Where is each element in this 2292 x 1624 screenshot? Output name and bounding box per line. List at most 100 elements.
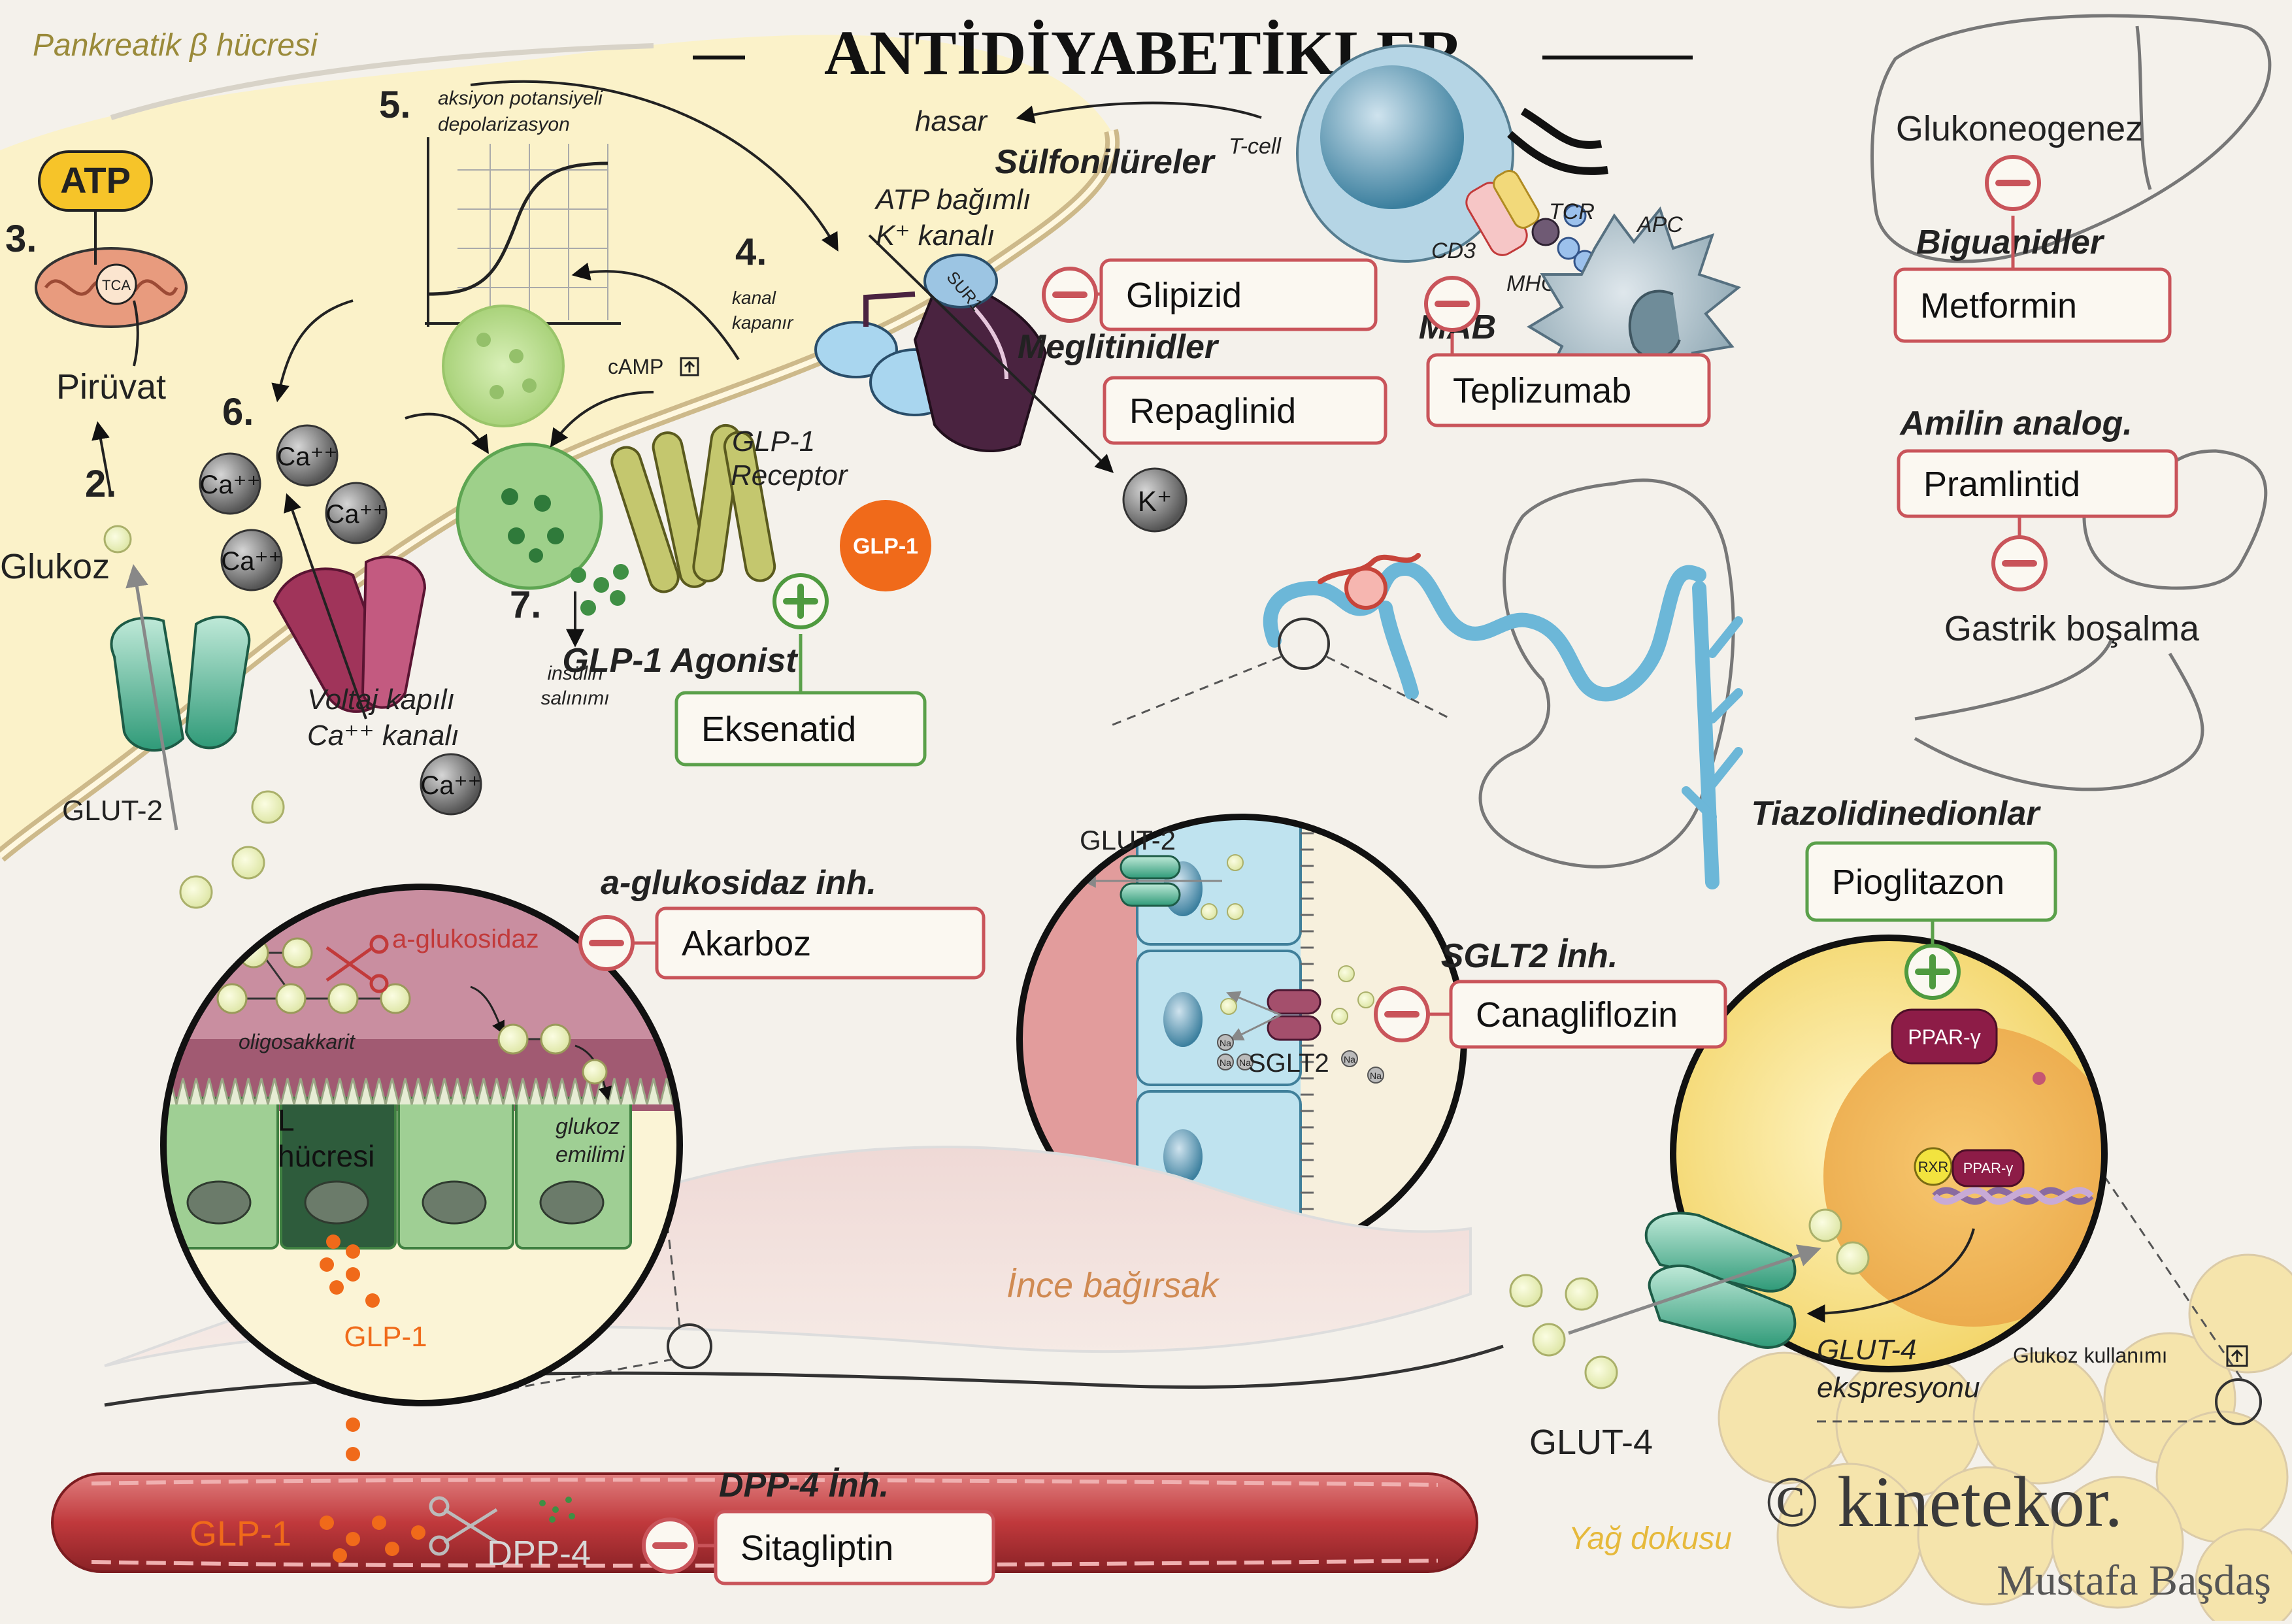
camp-label: cAMP (608, 355, 663, 378)
voltage-channel-label: Voltaj kapılı (307, 684, 455, 716)
glut4-glucose-arrow (1568, 1244, 1821, 1335)
na-ion-label: Na (1220, 1038, 1231, 1048)
glukoz-kullanimi-label: Glukoz kullanımı (2013, 1344, 2168, 1367)
ca-ion-label: Ca⁺⁺ (199, 471, 260, 499)
glucose-molecule (103, 525, 132, 554)
kullanim-up-icon (2226, 1345, 2248, 1367)
glp1-receptor-icon (610, 423, 776, 593)
intestine-glp1-label: GLP-1 (344, 1321, 427, 1353)
calcium-ions: Ca⁺⁺ Ca⁺⁺ Ca⁺⁺ Ca⁺⁺ Ca⁺⁺ (199, 424, 482, 816)
ca-to-vesicle-arrow (405, 412, 489, 454)
ca-influx-arrow (284, 493, 367, 720)
action-potential-label: aksiyon potansiyeli (438, 88, 603, 109)
l-cell-label-2: hücresi (278, 1139, 374, 1173)
zoom-marker (667, 1323, 712, 1369)
glukoz-label: Glukoz (0, 547, 110, 586)
drug-annotations: SülfonilürelerGlipizidMeglitinidlerRepag… (562, 143, 2178, 1585)
step-3: 3. (5, 218, 37, 260)
camp-to-vesicle-arrow (550, 391, 654, 448)
sglt2-label: SGLT2 (1248, 1049, 1329, 1078)
rxr-label: RXR (1918, 1159, 1948, 1175)
glucose-molecule (1565, 1277, 1599, 1311)
glucose-molecule (231, 846, 265, 880)
rxr-protein (1914, 1147, 1953, 1186)
watermark-brand: © kinetekor. (1765, 1462, 2123, 1542)
glp1-ligand-label: GLP-1 (853, 534, 918, 559)
emilim-label: emilimi (556, 1142, 625, 1167)
region-label-intestine: İnce bağırsak (1006, 1266, 1220, 1305)
watermark-author: Mustafa Başdaş (1997, 1557, 2271, 1604)
mitochondrion-icon: TCA (35, 247, 188, 328)
ppar-gamma-nuclear (1952, 1149, 2025, 1187)
drug-teplizumab: MABTeplizumab (1419, 276, 1711, 427)
insulin-vesicle-large (442, 305, 565, 427)
drug-akarboz: a-glukosidaz inh. Akarboz (578, 864, 986, 980)
adipose-tissue-background (1718, 1253, 2292, 1624)
zoom-marker (1278, 618, 1330, 670)
tcell-label: T-cell (1229, 134, 1282, 159)
glucose-molecule (1836, 1241, 1870, 1275)
k-efflux-arrow (868, 234, 1114, 473)
glucose-molecule (1584, 1355, 1618, 1389)
zoom-guide (457, 1358, 674, 1400)
step-6: 6. (222, 391, 254, 433)
drug-name-label: Akarboz (682, 924, 811, 963)
na-ion-label: Na (1220, 1057, 1231, 1068)
apc-label: APC (1636, 212, 1683, 237)
k-ion-label: K⁺ (1138, 486, 1172, 518)
dpp4-label: DPP-4 (487, 1534, 591, 1573)
glut2-glucose-arrow (125, 564, 178, 831)
drug-sitagliptin: DPP-4 İnh. Sitagliptin (642, 1467, 995, 1585)
glut4-transporter-icon (1644, 1212, 1797, 1349)
glp1-secretion-dots (320, 1235, 380, 1308)
piruvat-link-line (133, 300, 139, 367)
up-arrow-icon (2231, 1349, 2244, 1362)
a-glukosidaz-label: a-glukosidaz (392, 925, 539, 953)
dpp4-fragments (539, 1497, 575, 1523)
glukoneogenez-label: Glukoneogenez (1896, 109, 2143, 148)
glp1-trickle-dots (346, 1417, 360, 1461)
drug-class-label: DPP-4 İnh. (719, 1467, 889, 1504)
insulin-label: insülin (547, 663, 603, 684)
ppar-gamma-protein (1891, 1008, 1998, 1065)
beta-cell-top-edge (110, 43, 654, 120)
drug-class-label: GLP-1 Agonist (562, 642, 799, 680)
atp-k-channel-icon (814, 254, 1048, 452)
drug-name-label: Teplizumab (1453, 371, 1631, 410)
t-cell-icon (1296, 44, 1608, 263)
camp-up-icon (680, 357, 699, 376)
insulin-vesicle-docking (456, 442, 603, 590)
glut4-expression-label: GLUT-4 (1817, 1334, 1916, 1366)
liver-outline-icon (1870, 14, 2272, 263)
tca-label: TCA (102, 277, 131, 293)
atp-label: ATP (60, 159, 131, 201)
glucose-molecule (1532, 1323, 1566, 1357)
gastrik-label: Gastrik boşalma (1944, 609, 2200, 648)
drug-name-label: Sitagliptin (740, 1529, 893, 1568)
sodium-ions: Na Na Na Na Na (1217, 1034, 1384, 1084)
oligosakkarit-label: oligosakkarit (239, 1030, 356, 1053)
k-channel-label: K⁺ kanalı (876, 220, 995, 252)
receptor-label: Receptor (731, 459, 849, 491)
nephron-icon (1263, 553, 1743, 889)
glut2-transporter-icon (110, 616, 251, 752)
na-ion-label: Na (1239, 1057, 1251, 1068)
region-label-adipose: Yağ dokusu (1569, 1521, 1732, 1556)
kanal-label: kanal (732, 288, 776, 308)
drug-class-label: a-glukosidaz inh. (601, 864, 876, 902)
zoom-guide (2103, 1176, 2243, 1380)
drug-name-label: Eksenatid (701, 710, 856, 749)
glut2-label: GLUT-2 (62, 795, 163, 827)
step-7: 7. (510, 584, 541, 626)
l-cell-label: L (278, 1103, 295, 1137)
ca-channel-label: Ca⁺⁺ kanalı (307, 720, 459, 752)
glut4-expression-arrow (1806, 1228, 1975, 1323)
na-ion-label: Na (1370, 1070, 1382, 1081)
drug-box (1893, 267, 2172, 343)
sglt2-icon (1267, 989, 1321, 1041)
drug-class-label: Amilin analog. (1899, 405, 2132, 442)
kidney-outline-icon (1478, 478, 1735, 869)
